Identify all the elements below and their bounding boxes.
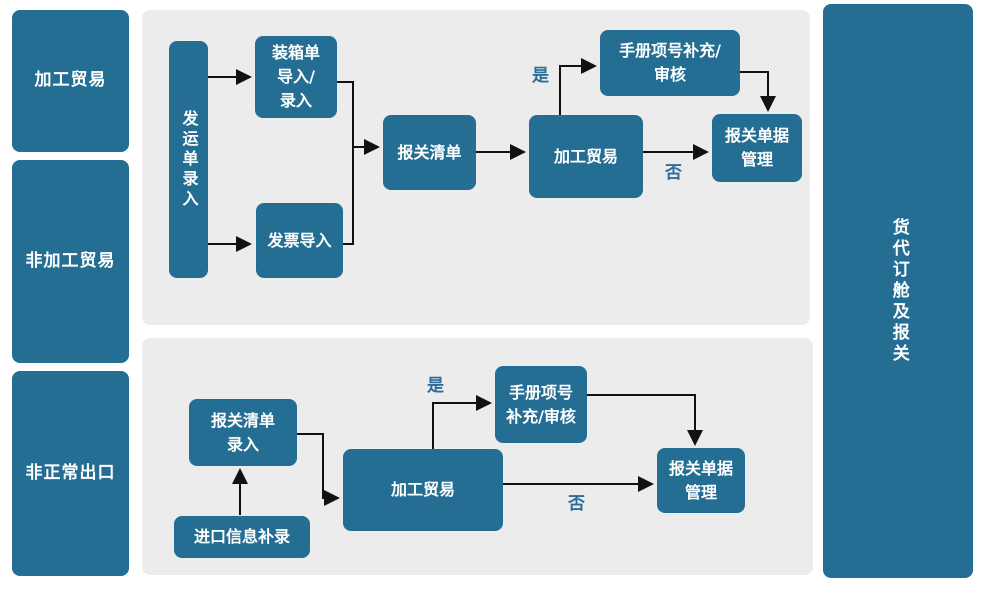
node-label: 发票导入 <box>267 230 332 250</box>
node-declaration-docs-mgmt-bottom: 报关单据 管理 <box>657 448 745 513</box>
node-label: 加工贸易 <box>390 480 455 499</box>
decision-label-no-top: 否 <box>665 163 682 183</box>
edge-processing-yes-to-manual-bottom <box>432 395 492 449</box>
node-label: 手册项号补充/ 审核 <box>619 41 721 84</box>
edge-invoice-to-junction <box>343 147 354 245</box>
node-label: 报关清单 <box>397 142 462 162</box>
node-packing-list-import: 装箱单 导入/ 录入 <box>255 36 337 118</box>
lane-processing-trade: 加工贸易 <box>12 10 129 152</box>
node-label: 报关单据 管理 <box>668 458 733 502</box>
edge-decl-entry-to-processing <box>297 433 340 506</box>
lane-label: 货代订舱及报关 <box>888 217 909 365</box>
node-manual-item-supplement-bottom: 手册项号 补充/审核 <box>495 366 587 443</box>
decision-label-yes-bottom: 是 <box>427 376 444 396</box>
node-label: 进口信息补录 <box>193 527 290 546</box>
node-manual-item-supplement-top: 手册项号补充/ 审核 <box>600 30 740 96</box>
node-label: 手册项号 补充/审核 <box>506 382 576 426</box>
edge-manual-to-docs <box>740 71 776 112</box>
node-shipping-order-entry: 发运单录入 <box>169 41 208 278</box>
lane-freight-booking-declaration: 货代订舱及报关 <box>823 4 973 578</box>
node-label: 加工贸易 <box>553 146 618 166</box>
node-processing-trade-top: 加工贸易 <box>529 115 643 198</box>
decision-label-yes-top: 是 <box>532 66 549 86</box>
node-declaration-docs-mgmt-top: 报关单据 管理 <box>712 114 802 182</box>
node-label: 发运单录入 <box>179 109 199 210</box>
node-label: 报关清单 录入 <box>210 410 275 454</box>
edge-packing-to-declaration-list <box>337 81 380 155</box>
lane-label: 加工贸易 <box>34 70 107 91</box>
node-import-info-supplement: 进口信息补录 <box>174 516 310 558</box>
lane-abnormal-export: 非正常出口 <box>12 371 129 576</box>
node-declaration-list: 报关清单 <box>383 115 476 190</box>
node-declaration-list-entry: 报关清单 录入 <box>189 399 297 466</box>
decision-label-no-bottom: 否 <box>568 494 585 514</box>
node-label: 报关单据 管理 <box>724 126 789 169</box>
node-invoice-import: 发票导入 <box>256 203 343 278</box>
lane-label: 非正常出口 <box>25 462 116 483</box>
edge-processing-yes-to-manual <box>559 58 597 115</box>
lane-non-processing-trade: 非加工贸易 <box>12 160 129 363</box>
edge-manual-to-docs-bottom <box>587 394 703 446</box>
node-label: 装箱单 导入/ 录入 <box>271 43 320 110</box>
lane-label: 非加工贸易 <box>25 250 116 271</box>
node-processing-trade-bottom: 加工贸易 <box>343 449 503 531</box>
